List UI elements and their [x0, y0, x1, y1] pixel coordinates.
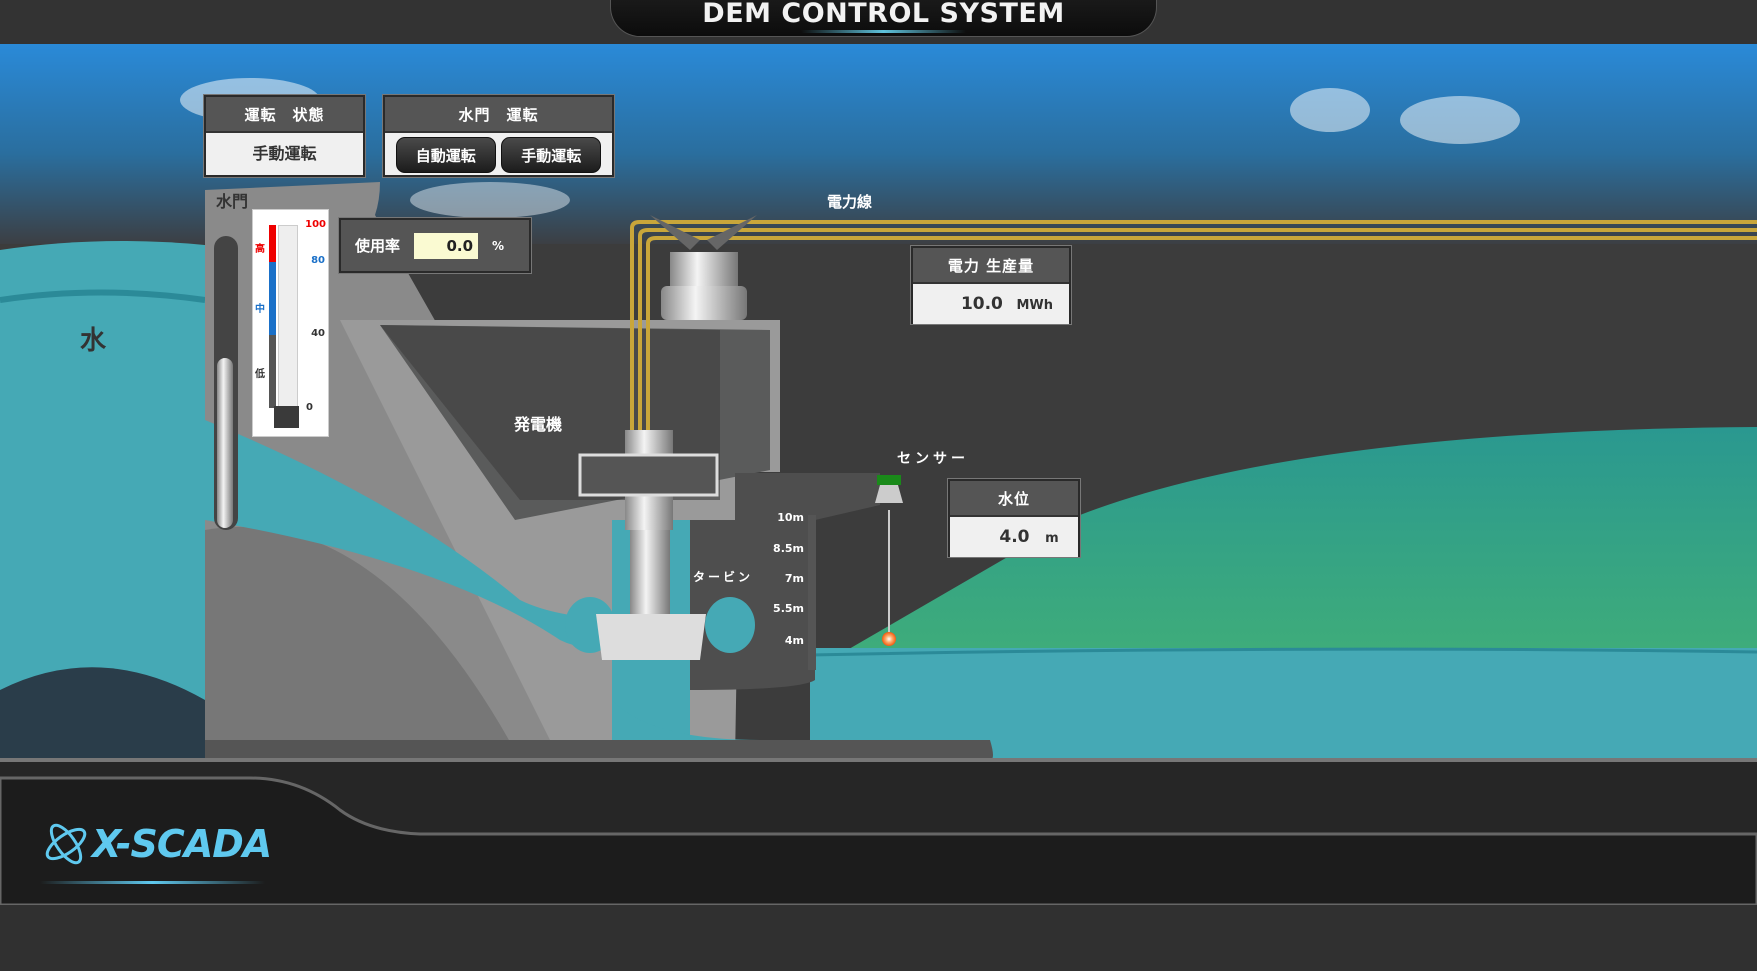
- water-level-unit: m: [1045, 531, 1059, 546]
- level-high-label: 高: [255, 244, 265, 255]
- usage-unit: %: [492, 238, 505, 253]
- x-scada-logo: X-SCADA: [40, 818, 272, 870]
- scale-5-5m: 5.5m: [773, 602, 804, 615]
- level-low-label: 低: [255, 369, 265, 380]
- power-output-unit: MWh: [1016, 298, 1053, 313]
- power-output-title: 電力 生産量: [913, 248, 1069, 284]
- water-level-value: 4.0: [999, 527, 1030, 547]
- gate-operation-title: 水門 運転: [385, 97, 612, 133]
- scale-4m: 4m: [784, 634, 804, 647]
- power-output-panel: 電力 生産量 10.0 MWh: [911, 246, 1071, 324]
- gauge-track: [278, 225, 298, 408]
- sensor-label: センサー: [897, 451, 969, 467]
- manual-operation-button[interactable]: 手動運転: [501, 137, 602, 173]
- operation-status-title: 運転 状態: [206, 97, 363, 133]
- scale-8-5m: 8.5m: [773, 542, 804, 555]
- operation-status-value: 手動運転: [206, 133, 363, 175]
- turbine-label: タービン: [693, 570, 754, 584]
- gate-operation-panel: 水門 運転 自動運転 手動運転: [383, 95, 614, 177]
- logo-text: X-SCADA: [92, 822, 272, 866]
- water-level-panel: 水位 4.0 m: [948, 479, 1080, 557]
- tick-0: 0: [306, 402, 313, 413]
- tick-100: 100: [305, 219, 326, 230]
- gauge-low-band: [269, 335, 276, 408]
- logo-underline: [40, 881, 265, 884]
- usage-value: 0.0: [414, 232, 479, 259]
- gauge-high-band: [269, 225, 276, 262]
- page-title: DEM CONTROL SYSTEM: [610, 0, 1157, 37]
- water-label: 水: [80, 326, 107, 356]
- scale-7m: 7m: [784, 572, 804, 585]
- water-level-title: 水位: [950, 481, 1078, 517]
- gate-gauge: 高 中 低 100 80 40 0: [252, 209, 329, 437]
- auto-operation-button[interactable]: 自動運転: [395, 137, 496, 173]
- usage-panel: 使用率 0.0 %: [339, 218, 531, 273]
- operation-status-panel: 運転 状態 手動運転: [204, 95, 365, 177]
- gauge-indicator[interactable]: [274, 406, 299, 428]
- gauge-mid-band: [269, 262, 276, 335]
- level-mid-label: 中: [255, 304, 265, 315]
- scale-10m: 10m: [777, 511, 804, 524]
- generator-label: 発電機: [514, 415, 563, 434]
- tick-80: 80: [311, 255, 325, 266]
- power-line-label: 電力線: [827, 193, 873, 211]
- power-output-value: 10.0: [960, 294, 1003, 314]
- gate-label: 水門: [216, 192, 249, 211]
- atom-logo-icon: [45, 823, 87, 865]
- tick-40: 40: [311, 328, 325, 339]
- usage-label: 使用率: [355, 237, 401, 255]
